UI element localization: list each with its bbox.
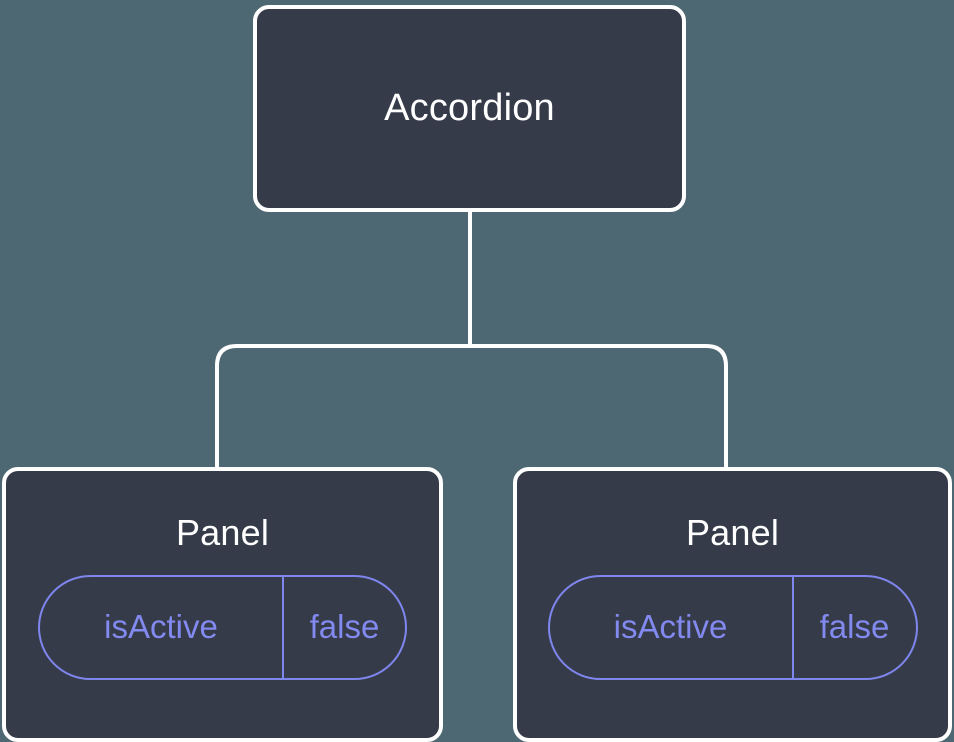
node-panel-2-label: Panel (685, 512, 780, 553)
node-panel-2-state-value: false (791, 576, 916, 678)
node-panel-2-state-key: isActive (613, 608, 728, 646)
connector-branch-left (215, 344, 470, 470)
node-panel-1-state-badge[interactable]: isActive false (38, 574, 407, 680)
node-panel-1-state-key: isActive (104, 608, 218, 646)
connector-branch-right (470, 344, 728, 470)
node-panel-1-label: Panel (175, 512, 270, 553)
node-panel-2[interactable]: Panel isActive false (513, 467, 952, 742)
node-panel-2-state-badge[interactable]: isActive false (547, 574, 918, 680)
node-panel-1[interactable]: Panel isActive false (2, 467, 443, 742)
node-accordion-label: Accordion (384, 86, 555, 129)
node-accordion[interactable]: Accordion (253, 5, 686, 212)
node-panel-1-state-value: false (282, 576, 405, 678)
